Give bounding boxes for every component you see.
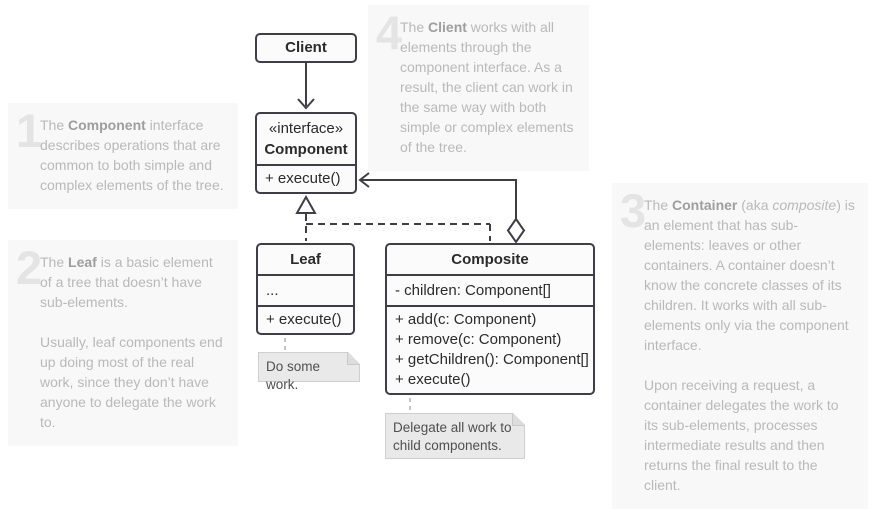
annotation-number-1: 1 xyxy=(16,104,42,157)
method-line: + execute() xyxy=(395,371,471,388)
aggregation-diamond-icon xyxy=(506,217,526,244)
annotation-paragraph: The Leaf is a basic element of a tree th… xyxy=(40,254,213,310)
attribute-line: - children: Component[] xyxy=(395,282,551,299)
method-line: + add(c: Component) xyxy=(395,311,537,328)
class-component-title: Component xyxy=(264,141,348,158)
note-fold-corner-icon xyxy=(347,352,360,365)
class-leaf-methods: + execute() xyxy=(258,305,353,333)
annotation-text-4: The Client works with all elements throu… xyxy=(400,13,577,157)
class-client: Client xyxy=(255,33,357,63)
class-leaf-attributes: ... xyxy=(258,274,353,305)
open-arrowhead-left-icon xyxy=(358,172,370,188)
annotation-paragraph: The Component interface describes operat… xyxy=(40,117,224,193)
note-composite-text: Delegate all work to child components. xyxy=(393,420,512,453)
class-component-header: «interface» Component xyxy=(257,114,355,164)
open-arrowhead-down-icon xyxy=(297,98,315,110)
class-composite: Composite - children: Component[] + add(… xyxy=(385,243,595,395)
class-composite-methods: + add(c: Component) + remove(c: Componen… xyxy=(387,305,593,393)
note-fold-corner-icon xyxy=(512,413,525,426)
method-line: + execute() xyxy=(266,311,342,328)
annotation-paragraph: The Client works with all elements throu… xyxy=(400,19,574,155)
class-leaf: Leaf ... + execute() xyxy=(256,243,355,335)
class-client-title: Client xyxy=(285,39,327,56)
annotation-text-1: The Component interface describes operat… xyxy=(40,111,226,195)
annotation-block-1: 1 The Component interface describes oper… xyxy=(8,103,238,209)
class-leaf-title: Leaf xyxy=(290,251,321,268)
annotation-paragraph: The Container (aka composite) is an elem… xyxy=(644,197,855,353)
class-composite-attributes: - children: Component[] xyxy=(387,274,593,305)
annotation-number-3: 3 xyxy=(620,184,646,237)
note-leaf: Do some work. xyxy=(258,352,360,392)
attribute-line: ... xyxy=(266,282,279,299)
annotation-text-3: The Container (aka composite) is an elem… xyxy=(644,191,856,495)
class-component-methods: + execute() xyxy=(257,164,355,192)
annotation-block-4: 4 The Client works with all elements thr… xyxy=(368,5,589,171)
annotation-number-2: 2 xyxy=(16,241,42,294)
method-line: + execute() xyxy=(265,170,341,187)
aggregation-line xyxy=(360,179,517,220)
annotation-block-3: 3 The Container (aka composite) is an el… xyxy=(612,183,868,509)
class-component: «interface» Component + execute() xyxy=(255,112,357,194)
class-composite-title: Composite xyxy=(451,251,529,268)
annotation-paragraph: Usually, leaf components end up doing mo… xyxy=(40,334,223,430)
annotation-number-4: 4 xyxy=(376,6,402,59)
realization-triangle-icon xyxy=(295,194,317,214)
class-component-stereotype: «interface» xyxy=(268,120,344,137)
method-line: + remove(c: Component) xyxy=(395,331,562,348)
method-line: + getChildren(): Component[] xyxy=(395,351,589,368)
annotation-paragraph: Upon receiving a request, a container de… xyxy=(644,377,839,493)
note-leaf-text: Do some work. xyxy=(266,359,321,392)
annotation-text-2: The Leaf is a basic element of a tree th… xyxy=(40,248,226,432)
note-composite: Delegate all work to child components. xyxy=(385,413,525,459)
annotation-block-2: 2 The Leaf is a basic element of a tree … xyxy=(8,240,238,446)
